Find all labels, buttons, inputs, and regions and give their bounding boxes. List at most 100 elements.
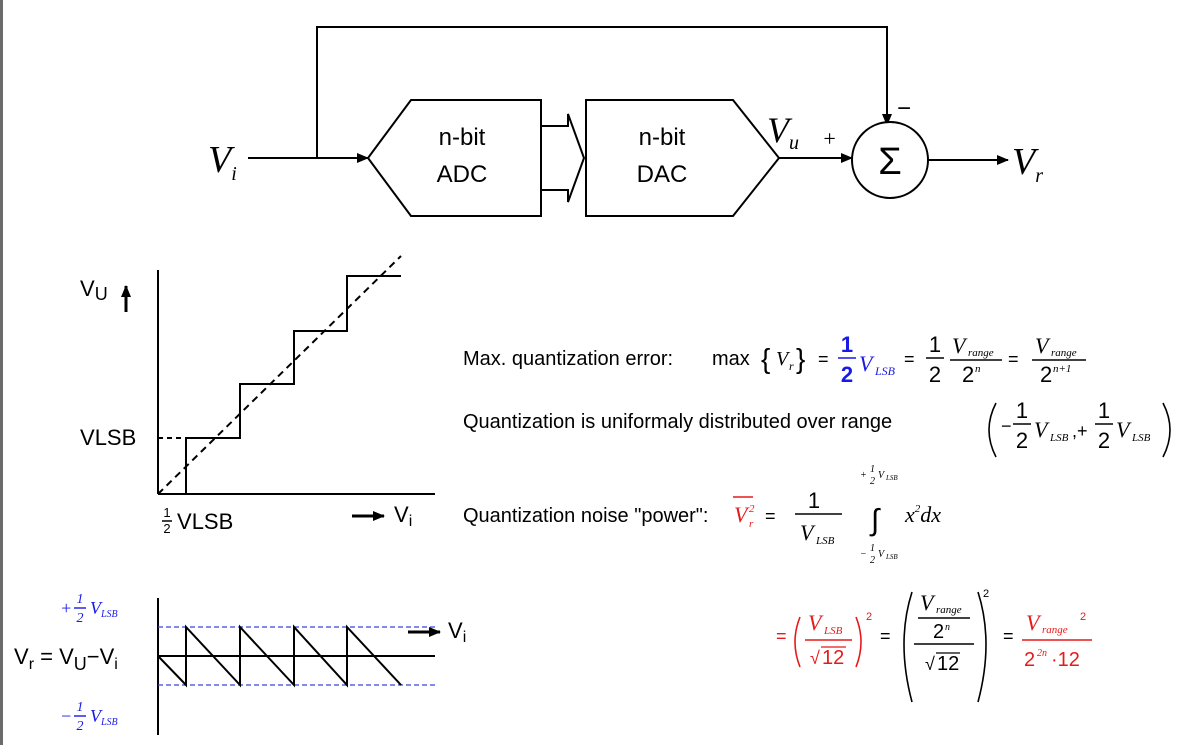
red-first-term: = V LSB √ 12 2 (776, 610, 872, 669)
svg-text:12: 12 (937, 653, 959, 675)
minus-sign: − (897, 95, 911, 122)
svg-text:r: r (749, 518, 754, 530)
svg-text:2: 2 (77, 719, 84, 734)
x-axis-label: Vi (394, 502, 412, 530)
svg-text:2: 2 (841, 362, 853, 387)
svg-text:=: = (1008, 349, 1019, 369)
svg-text:=: = (765, 506, 776, 526)
svg-text:2n: 2n (1037, 648, 1047, 659)
svg-text:Quantization is uniformaly dis: Quantization is uniformaly distributed o… (463, 411, 892, 433)
svg-text:+: + (60, 598, 72, 618)
svg-text:V: V (1035, 333, 1051, 358)
svg-text:V: V (859, 351, 875, 376)
svg-text:2: 2 (1098, 428, 1110, 453)
sawtooth-curve (157, 624, 402, 688)
svg-text:1: 1 (808, 488, 820, 513)
staircase-plot: VU VLSB 1 2 VLSB Vi (80, 255, 435, 536)
svg-text:LSB: LSB (823, 625, 843, 637)
error-x-label: Vi (448, 618, 466, 646)
uniform-equation: Quantization is uniformaly distributed o… (463, 398, 1171, 458)
svg-text:+: + (860, 470, 867, 481)
bus-arrow (540, 113, 586, 203)
svg-text:Max. quantization error:: Max. quantization error: (463, 348, 673, 370)
svg-text:2: 2 (1040, 362, 1052, 387)
svg-text:V: V (734, 502, 750, 527)
svg-text:1: 1 (77, 700, 84, 715)
output-label: Vr (1012, 141, 1043, 187)
svg-text:V: V (878, 549, 886, 560)
svg-text:r: r (789, 359, 794, 373)
svg-text:V: V (878, 470, 886, 481)
svg-text:x2dx: x2dx (904, 502, 941, 527)
noise-power-equation: Quantization noise "power": V r 2 = 1 V … (463, 464, 941, 566)
upper-bound-label: + 1 2 VLSB (60, 592, 118, 626)
svg-text:·12: ·12 (1051, 649, 1080, 671)
svg-text:∫: ∫ (869, 504, 881, 537)
svg-text:V: V (952, 333, 968, 358)
feedback-wire (316, 26, 888, 158)
adc-block (366, 99, 542, 217)
svg-text:2: 2 (929, 362, 941, 387)
svg-text:2: 2 (983, 588, 989, 600)
svg-text:V: V (776, 348, 791, 370)
block-diagram: Vi n-bit ADC n-bit DAC Vu + − Σ (208, 26, 1043, 217)
svg-text:V: V (920, 590, 936, 615)
svg-text:12: 12 (822, 647, 844, 669)
svg-text:max: max (712, 348, 750, 370)
svg-text:V: V (808, 610, 824, 635)
svg-text:2: 2 (962, 362, 974, 387)
svg-text:V: V (1116, 417, 1132, 442)
adc-label-line2: ADC (437, 161, 488, 188)
svg-text:V: V (1034, 417, 1050, 442)
svg-text:−: − (1001, 416, 1012, 436)
noise-result-equation: = V LSB √ 12 2 = V range 2 n √ 12 (776, 588, 1092, 703)
svg-text:LSB: LSB (1049, 432, 1069, 444)
svg-text:V: V (800, 520, 816, 545)
svg-text:{: { (761, 343, 770, 374)
vu-label: Vu (767, 110, 799, 154)
sigma-symbol: Σ (878, 141, 902, 183)
svg-text:1: 1 (870, 464, 875, 475)
svg-text:1: 1 (929, 332, 941, 357)
svg-text:=: = (818, 349, 829, 369)
svg-text:=: = (880, 626, 891, 646)
svg-text:}: } (796, 343, 805, 374)
vlsb-label: VLSB (80, 425, 136, 450)
svg-text:1: 1 (1016, 398, 1028, 423)
ideal-line (157, 255, 402, 495)
half-vlsb-label: 1 2 VLSB (162, 505, 233, 536)
staircase-curve (185, 275, 401, 494)
adc-label-line1: n-bit (439, 124, 486, 151)
svg-text:2: 2 (1024, 649, 1035, 671)
svg-text:n+1: n+1 (1053, 363, 1071, 375)
red-final-term: V range 2 2 2n ·12 (1022, 610, 1092, 671)
svg-text:2: 2 (933, 621, 944, 643)
svg-text:√: √ (810, 648, 820, 668)
svg-text:2: 2 (749, 503, 755, 515)
svg-text:2: 2 (163, 521, 170, 536)
svg-text:2: 2 (77, 611, 84, 626)
dac-label-line2: DAC (637, 161, 688, 188)
svg-text:=: = (776, 626, 787, 646)
dac-label-line1: n-bit (639, 124, 686, 151)
svg-text:V: V (1026, 610, 1042, 635)
svg-text:,+: ,+ (1072, 421, 1088, 441)
svg-text:Quantization noise "power":: Quantization noise "power": (463, 505, 708, 527)
svg-text:2: 2 (1080, 611, 1086, 623)
svg-text:LSB: LSB (885, 553, 898, 561)
svg-text:1: 1 (163, 505, 170, 520)
svg-text:2: 2 (1016, 428, 1028, 453)
red-vr-squared: V r 2 (733, 496, 755, 530)
svg-text:n: n (945, 622, 950, 633)
svg-text:=: = (1003, 626, 1014, 646)
svg-text:2: 2 (870, 555, 875, 566)
blue-half-vlsb: 1 2 V LSB (838, 332, 896, 387)
svg-text:LSB: LSB (1131, 432, 1151, 444)
svg-text:VLSB: VLSB (177, 509, 233, 534)
window-frame-edge (0, 0, 3, 745)
svg-text:n: n (975, 363, 981, 375)
y-axis-label: VU (80, 276, 108, 304)
svg-text:1: 1 (870, 543, 875, 554)
